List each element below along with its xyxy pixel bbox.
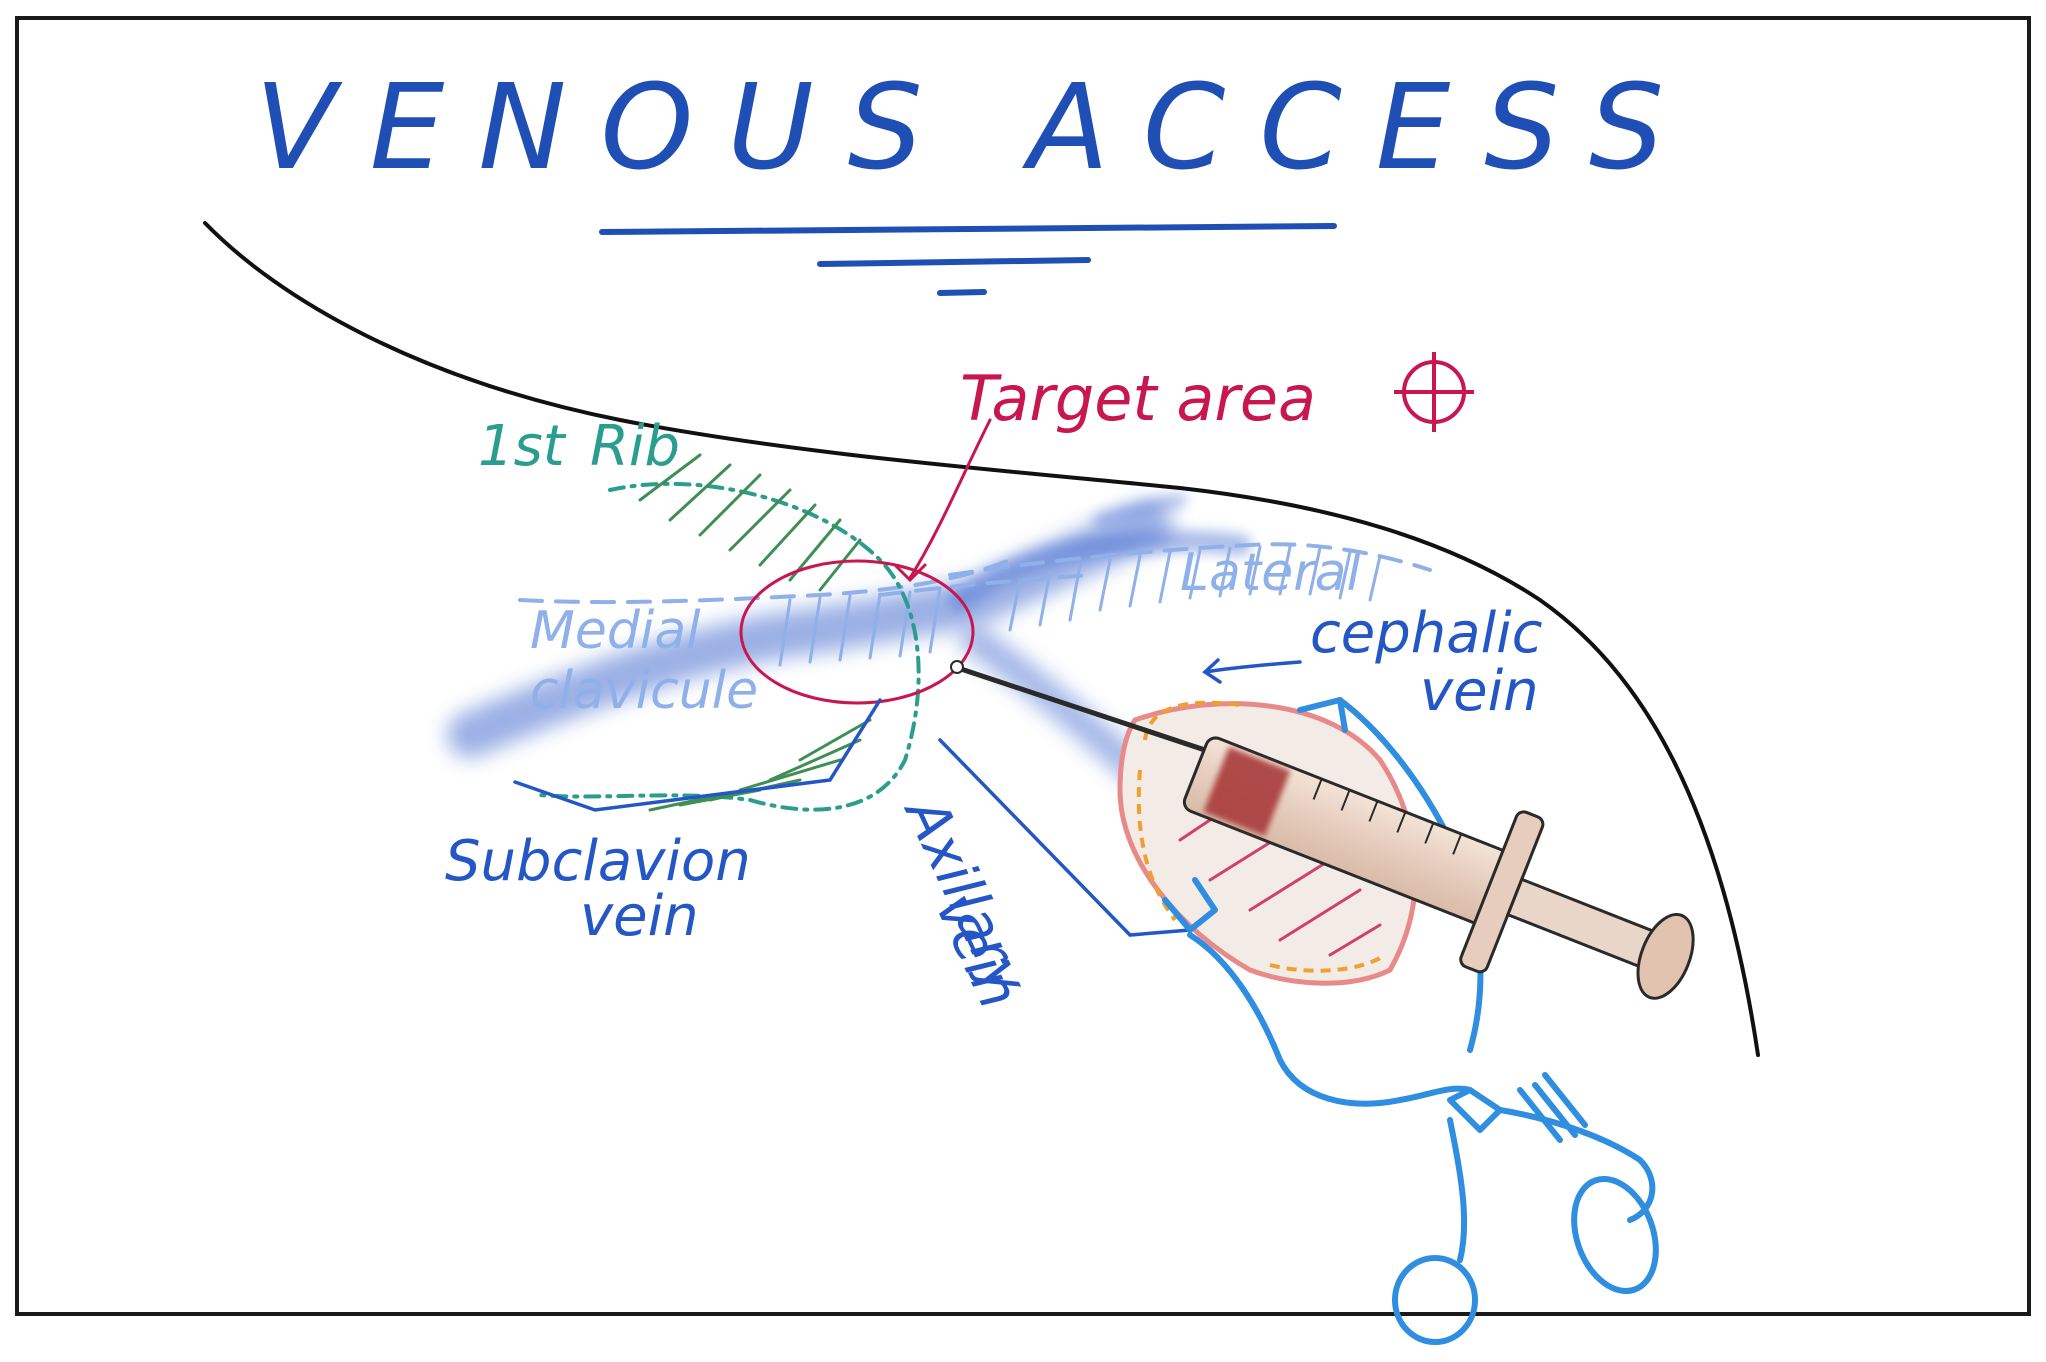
clavicle-hatching	[778, 545, 1382, 667]
target-arrow	[893, 418, 992, 583]
clavicle-label: clavicule	[530, 661, 758, 721]
first-rib-shape	[538, 481, 921, 812]
cephalic-arrow	[1202, 658, 1302, 684]
title-underline	[599, 223, 1337, 296]
body-contour	[203, 221, 1760, 1057]
target-area-label: Target area	[960, 362, 1316, 435]
subclavian-label: Subclavion	[445, 829, 751, 894]
medial-label: Medial	[530, 601, 701, 661]
syringe-icon	[950, 660, 1695, 1000]
axillary-pointer	[938, 738, 1192, 937]
crosshair-icon	[1394, 352, 1474, 432]
subclavian-vein-label: vein	[580, 884, 699, 949]
subclavian-pointer	[513, 698, 882, 812]
first-rib-label: 1st	[478, 414, 567, 479]
clavicle-outline	[518, 542, 1432, 605]
lateral-label: Lateral	[1180, 543, 1361, 603]
title-text: VENOUS ACCESS	[255, 58, 1698, 196]
cephalic-vein-label: vein	[1420, 659, 1539, 724]
cephalic-label: cephalic	[1310, 601, 1543, 666]
retractor-icon	[1162, 697, 1659, 1345]
target-area-ellipse	[739, 559, 975, 705]
rib-word-label: Rib	[590, 414, 680, 479]
